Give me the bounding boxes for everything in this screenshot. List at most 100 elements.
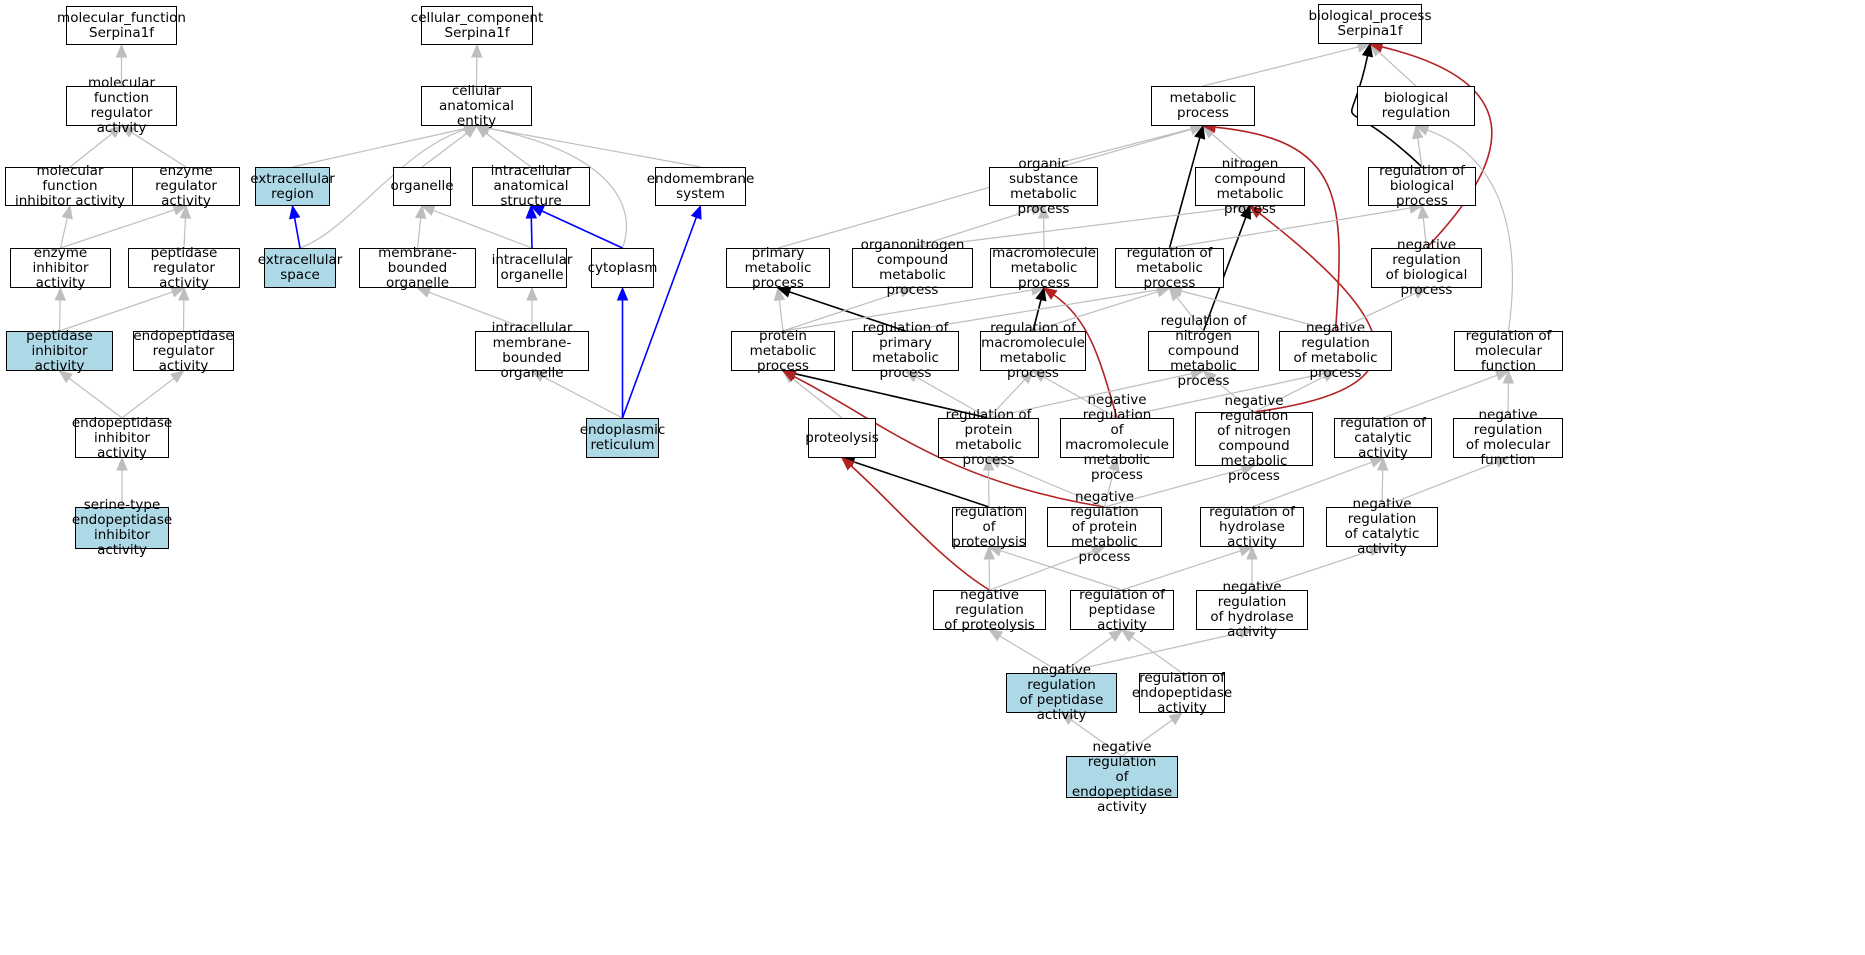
edge-peptidase-inhibitor-to-peptidase-regulator: [59, 291, 173, 332]
node-mf-root: molecular_function Serpina1f: [57, 6, 186, 45]
edge-arrowhead-1: [108, 125, 123, 139]
edge-cytoplasm-to-intracellular-anatomical-structure: [541, 210, 623, 249]
edge-organic-substance-mp-to-metabolic-process: [1043, 128, 1192, 168]
edge-arrowhead-44: [1248, 205, 1264, 219]
node-endomembrane-system: endomembrane system: [647, 167, 754, 206]
edge-biological-regulation-to-bp-root: [1378, 51, 1417, 87]
edge-neg-reg-hydrolase-activity-to-neg-reg-catalytic-activity: [1251, 550, 1371, 591]
node-neg-reg-protein-mp: negative regulation of protein metabolic…: [1047, 489, 1162, 564]
edge-arrowhead-8: [178, 286, 190, 301]
node-neg-reg-endopeptidase-activity: negative regulation of endopeptidase act…: [1066, 739, 1178, 814]
node-proteolysis: proteolysis: [805, 418, 879, 458]
edge-reg-biological-process-to-biological-regulation: [1417, 137, 1423, 168]
edge-reg-biological-process-to-bp-root: [1351, 55, 1423, 168]
node-reg-endopeptidase-activity: regulation of endopeptidase activity: [1131, 669, 1233, 716]
edge-reg-peptidase-activity-to-reg-hydrolase-activity: [1121, 550, 1241, 591]
edge-arrowhead-25: [526, 286, 538, 301]
edge-arrowhead-46: [1417, 204, 1430, 220]
edge-arrowhead-36: [1194, 124, 1206, 140]
edge-intracellular-anatomical-structure-to-cellular-anatomical-entity: [485, 132, 532, 168]
edge-endopeptidase-inhibitor-to-peptidase-inhibitor: [68, 377, 123, 419]
node-organic-substance-mp: organic substance metabolic process: [989, 156, 1098, 216]
node-reg-metabolic-process: regulation of metabolic process: [1115, 245, 1224, 290]
node-biological-regulation: biological regulation: [1357, 86, 1475, 126]
node-extracellular-space: extracellular space: [258, 248, 342, 288]
edge-reg-protein-mp-to-reg-macromolecule-mp: [988, 379, 1026, 419]
node-mf-regulator: molecular function regulator activity: [66, 76, 177, 136]
node-reg-hydrolase-activity: regulation of hydrolase activity: [1200, 504, 1304, 549]
node-organonitrogen-mp: organonitrogen compound metabolic proces…: [852, 238, 973, 298]
edge-arrowhead-79: [983, 545, 995, 560]
edge-arrowhead-89: [1060, 712, 1076, 725]
edge-arrowhead-85: [988, 629, 1004, 642]
edge-protein-mp-to-organonitrogen-mp: [782, 291, 902, 332]
edge-neg-reg-peptidase-activity-to-neg-reg-proteolysis: [999, 635, 1062, 674]
edge-reg-primary-mp-to-reg-metabolic-process: [905, 289, 1158, 332]
edge-protein-mp-to-macromolecule-mp: [782, 289, 1033, 332]
edge-neg-reg-peptidase-activity-to-reg-peptidase-activity: [1061, 636, 1113, 674]
edge-arrowhead-3: [61, 204, 73, 220]
node-enzyme-regulator: enzyme regulator activity: [132, 164, 240, 209]
edge-reg-metabolic-process-to-metabolic-process: [1168, 137, 1201, 249]
edge-neg-reg-catalytic-activity-to-neg-reg-molecular-function: [1381, 461, 1498, 508]
edge-neg-reg-nitrogen-compound-mp-to-neg-reg-metabolic-process: [1253, 375, 1326, 413]
edge-arrowhead-73: [987, 457, 1003, 469]
edge-reg-proteolysis-to-proteolysis: [853, 461, 990, 508]
edge-neg-reg-biological-process-to-bp-root: [1381, 46, 1493, 249]
edge-arrowhead-9: [58, 370, 73, 384]
edge-cytoplasm-to-cellular-anatomical-entity: [488, 127, 627, 249]
edge-endoplasmic-reticulum-to-intracellular-mb-organelle: [542, 375, 623, 419]
edge-protein-mp-to-primary-mp: [778, 299, 784, 332]
edge-arrowhead-74: [1108, 456, 1120, 472]
edge-reg-molecular-function-to-biological-regulation: [1427, 129, 1513, 332]
node-neg-reg-catalytic-activity: negative regulation of catalytic activit…: [1326, 497, 1438, 557]
node-peptidase-regulator: peptidase regulator activity: [128, 245, 240, 290]
edge-arrowhead-86: [1108, 629, 1124, 642]
node-intracellular-organelle: intracellular organelle: [492, 248, 572, 288]
edge-reg-protein-mp-to-reg-primary-mp: [915, 376, 989, 419]
edge-reg-hydrolase-activity-to-reg-catalytic-activity: [1251, 461, 1372, 508]
node-endopeptidase-regulator: endopeptidase regulator activity: [133, 327, 234, 374]
node-extracellular-region: extracellular region: [250, 167, 335, 206]
edge-neg-reg-nitrogen-compound-mp-to-reg-nitrogen-compound-mp: [1212, 378, 1255, 413]
edge-neg-reg-biological-process-to-reg-biological-process: [1422, 217, 1428, 249]
edge-reg-protein-mp-to-protein-mp: [794, 372, 989, 419]
edge-neg-reg-protein-mp-to-neg-reg-macromolecule-mp: [1103, 469, 1115, 508]
edge-intracellular-organelle-to-intracellular-anatomical-structure: [530, 217, 533, 249]
edge-arrowhead-62: [1020, 370, 1034, 385]
edge-neg-reg-endopeptidase-activity-to-reg-endopeptidase-activity: [1121, 719, 1173, 757]
node-reg-molecular-function: regulation of molecular function: [1454, 328, 1563, 373]
edge-neg-reg-metabolic-process-to-neg-reg-biological-process: [1335, 292, 1416, 332]
node-reg-peptidase-activity: regulation of peptidase activity: [1070, 587, 1174, 632]
edge-mf-inhibitor-to-mf-regulator: [69, 133, 113, 168]
edge-arrowhead-31: [1361, 42, 1374, 58]
node-bp-root: biological_process Serpina1f: [1309, 4, 1432, 44]
edge-neg-reg-proteolysis-to-proteolysis: [850, 465, 990, 591]
edge-arrowhead-27: [616, 286, 629, 301]
edge-neg-reg-proteolysis-to-neg-reg-protein-mp: [989, 550, 1094, 591]
edge-reg-protein-mp-to-reg-nitrogen-compound-mp: [988, 372, 1192, 419]
edge-arrowhead-61: [904, 370, 920, 383]
edge-arrowhead-64: [1031, 370, 1047, 383]
edge-endopeptidase-inhibitor-to-endopeptidase-regulator: [121, 377, 175, 419]
edge-neg-reg-macromolecule-mp-to-macromolecule-mp: [1053, 294, 1118, 419]
edge-neg-reg-protein-mp-to-reg-protein-mp: [999, 462, 1105, 508]
edge-extracellular-space-to-extracellular-region: [293, 217, 301, 249]
edge-arrowhead-0: [115, 43, 128, 58]
edge-enzyme-regulator-to-mf-regulator: [131, 131, 187, 168]
node-cytoplasm: cytoplasm: [588, 248, 657, 288]
edge-arrowhead-72: [982, 456, 995, 471]
node-neg-reg-molecular-function: negative regulation of molecular functio…: [1453, 408, 1563, 468]
node-nitrogen-compound-mp: nitrogen compound metabolic process: [1195, 156, 1305, 216]
node-reg-macromolecule-mp: regulation of macromolecule metabolic pr…: [980, 320, 1086, 381]
edge-enzyme-inhibitor-to-enzyme-regulator: [60, 209, 175, 249]
edge-reg-peptidase-activity-to-reg-proteolysis: [1000, 550, 1123, 591]
edge-neg-reg-protein-mp-to-protein-mp: [793, 375, 1105, 508]
edge-extracellular-space-to-cellular-anatomical-entity: [299, 129, 466, 249]
node-neg-reg-hydrolase-activity: negative regulation of hydrolase activit…: [1196, 580, 1308, 640]
edge-arrowhead-22: [525, 204, 538, 219]
edge-reg-metabolic-process-to-reg-biological-process: [1169, 207, 1411, 249]
edge-arrowhead-43: [1240, 204, 1252, 220]
